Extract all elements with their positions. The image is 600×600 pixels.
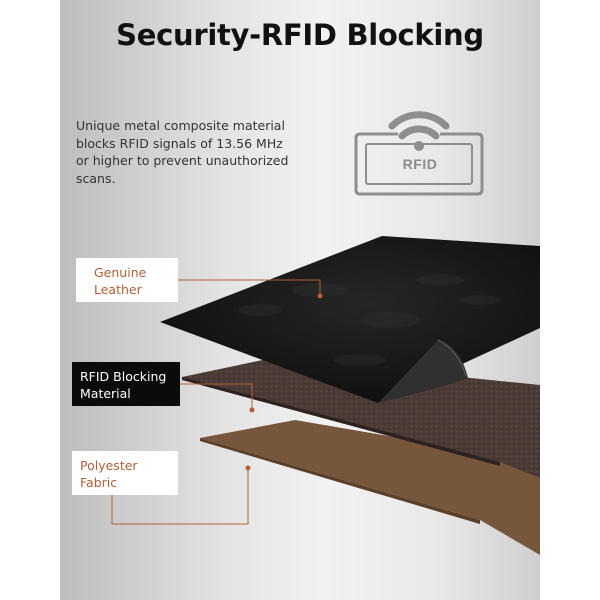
rfid-blocking-layer	[182, 358, 540, 478]
label-line: Material	[80, 386, 131, 401]
polyester-leader-line	[111, 468, 249, 525]
label-line: Fabric	[80, 475, 118, 490]
description-text: Unique metal composite material blocks R…	[76, 117, 316, 187]
rfid-blocking-material-label: RFID Blocking Material	[72, 362, 180, 406]
description-line: Unique metal composite material	[76, 118, 285, 133]
leather-leader-line	[178, 279, 321, 296]
material-layers	[111, 236, 540, 555]
rfid-badge-label: RFID	[402, 156, 438, 172]
description-line: scans.	[76, 170, 116, 186]
label-line: RFID Blocking	[80, 369, 167, 384]
product-infographic: Security-RFID Blocking Unique metal comp…	[60, 0, 540, 600]
label-line: Polyester	[80, 458, 138, 473]
rfid-leader-line	[180, 383, 253, 410]
label-line: Genuine	[94, 265, 147, 280]
polyester-fabric-label: Polyester Fabric	[72, 451, 178, 495]
description-line: or higher to prevent unauthorized	[76, 153, 289, 168]
label-line: Leather	[94, 282, 142, 297]
description-line: blocks RFID signals of 13.56 MHz	[76, 135, 283, 151]
genuine-leather-label: Genuine Leather	[76, 258, 178, 302]
wifi-signal-icon	[388, 111, 450, 130]
rfid-badge-icon	[354, 111, 484, 196]
page-title: Security-RFID Blocking	[116, 18, 484, 52]
